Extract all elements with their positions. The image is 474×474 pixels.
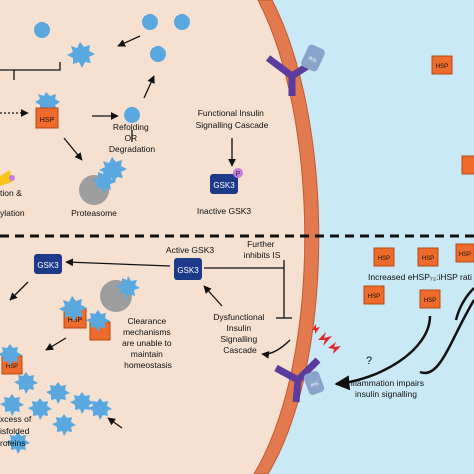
inflammation-label: Inflammation impairs insulin signalling	[346, 378, 427, 399]
yellow-icon	[0, 170, 12, 186]
bottom-arrows	[9, 258, 292, 429]
top-arrows	[63, 35, 236, 167]
misfolded-proteins-bottom	[0, 372, 112, 454]
further-inhibits-label: Further inhibits IS	[244, 239, 281, 260]
insulin-receptor-icon: INS	[265, 44, 325, 96]
hsp-box-icon: HSP	[35, 107, 59, 129]
proteasome-icon-bottom	[100, 276, 140, 312]
svg-text:HSP: HSP	[459, 252, 471, 258]
lightning-icon	[312, 324, 341, 354]
proteasome-icon	[79, 170, 116, 205]
svg-text:HSP: HSP	[422, 256, 434, 262]
refolding-label: Refolding OR Degradation	[109, 122, 156, 154]
svg-text:GSK3: GSK3	[213, 181, 235, 190]
functional-cascade-label: Functional Insulin Signalling Cascade	[196, 108, 269, 130]
svg-text:HSP: HSP	[436, 64, 448, 70]
inactive-gsk3-label: Inactive GSK3	[197, 206, 252, 216]
svg-text:HSP: HSP	[378, 256, 390, 262]
gsk3-left-box: GSK3	[34, 254, 62, 274]
svg-text:P: P	[236, 171, 241, 178]
question-mark: ?	[366, 355, 372, 367]
clearance-label: Clearance mechanisms are unable to maint…	[122, 316, 174, 370]
svg-text:HSP: HSP	[40, 117, 55, 124]
ehsp-ratio-label: Increased eHSP₇₂:iHSP rati	[368, 272, 472, 282]
excess-misfolded-label: xcess of isfolded roteins	[0, 414, 34, 448]
svg-text:HSP: HSP	[6, 364, 18, 370]
gsk3-box-icon: GSK3 P	[210, 168, 243, 194]
active-gsk3-label: Active GSK3	[166, 245, 214, 255]
svg-text:HSP: HSP	[68, 317, 83, 324]
folded-proteins	[34, 14, 190, 123]
extracellular-hsp-top: HSP	[431, 55, 474, 175]
top-left-bracket	[0, 62, 61, 71]
extracellular-hsp-bottom: HSP HSP HSP HSP HSP	[363, 243, 474, 309]
extracellular-arrows	[334, 287, 474, 391]
proteasome-label: Proteasome	[71, 208, 117, 218]
cell-membrane	[253, 0, 320, 474]
gsk3-center-box: GSK3	[174, 258, 202, 280]
hsp-misfolded-bottom: HSP HSP	[0, 296, 111, 375]
dysfunctional-cascade-label: Dysfunctional Insulin Signalling Cascade	[213, 312, 266, 355]
svg-text:GSK3: GSK3	[37, 261, 59, 270]
svg-text:GSK3: GSK3	[177, 266, 199, 275]
svg-text:HSP: HSP	[368, 294, 380, 300]
left-partial-label: tion & ylation	[0, 188, 25, 218]
svg-text:INS: INS	[307, 55, 318, 64]
phosphate-icon	[233, 168, 243, 178]
insulin-receptor-icon-bottom: INS	[274, 357, 325, 403]
svg-text:INS: INS	[310, 380, 321, 389]
svg-text:HSP: HSP	[424, 298, 436, 304]
